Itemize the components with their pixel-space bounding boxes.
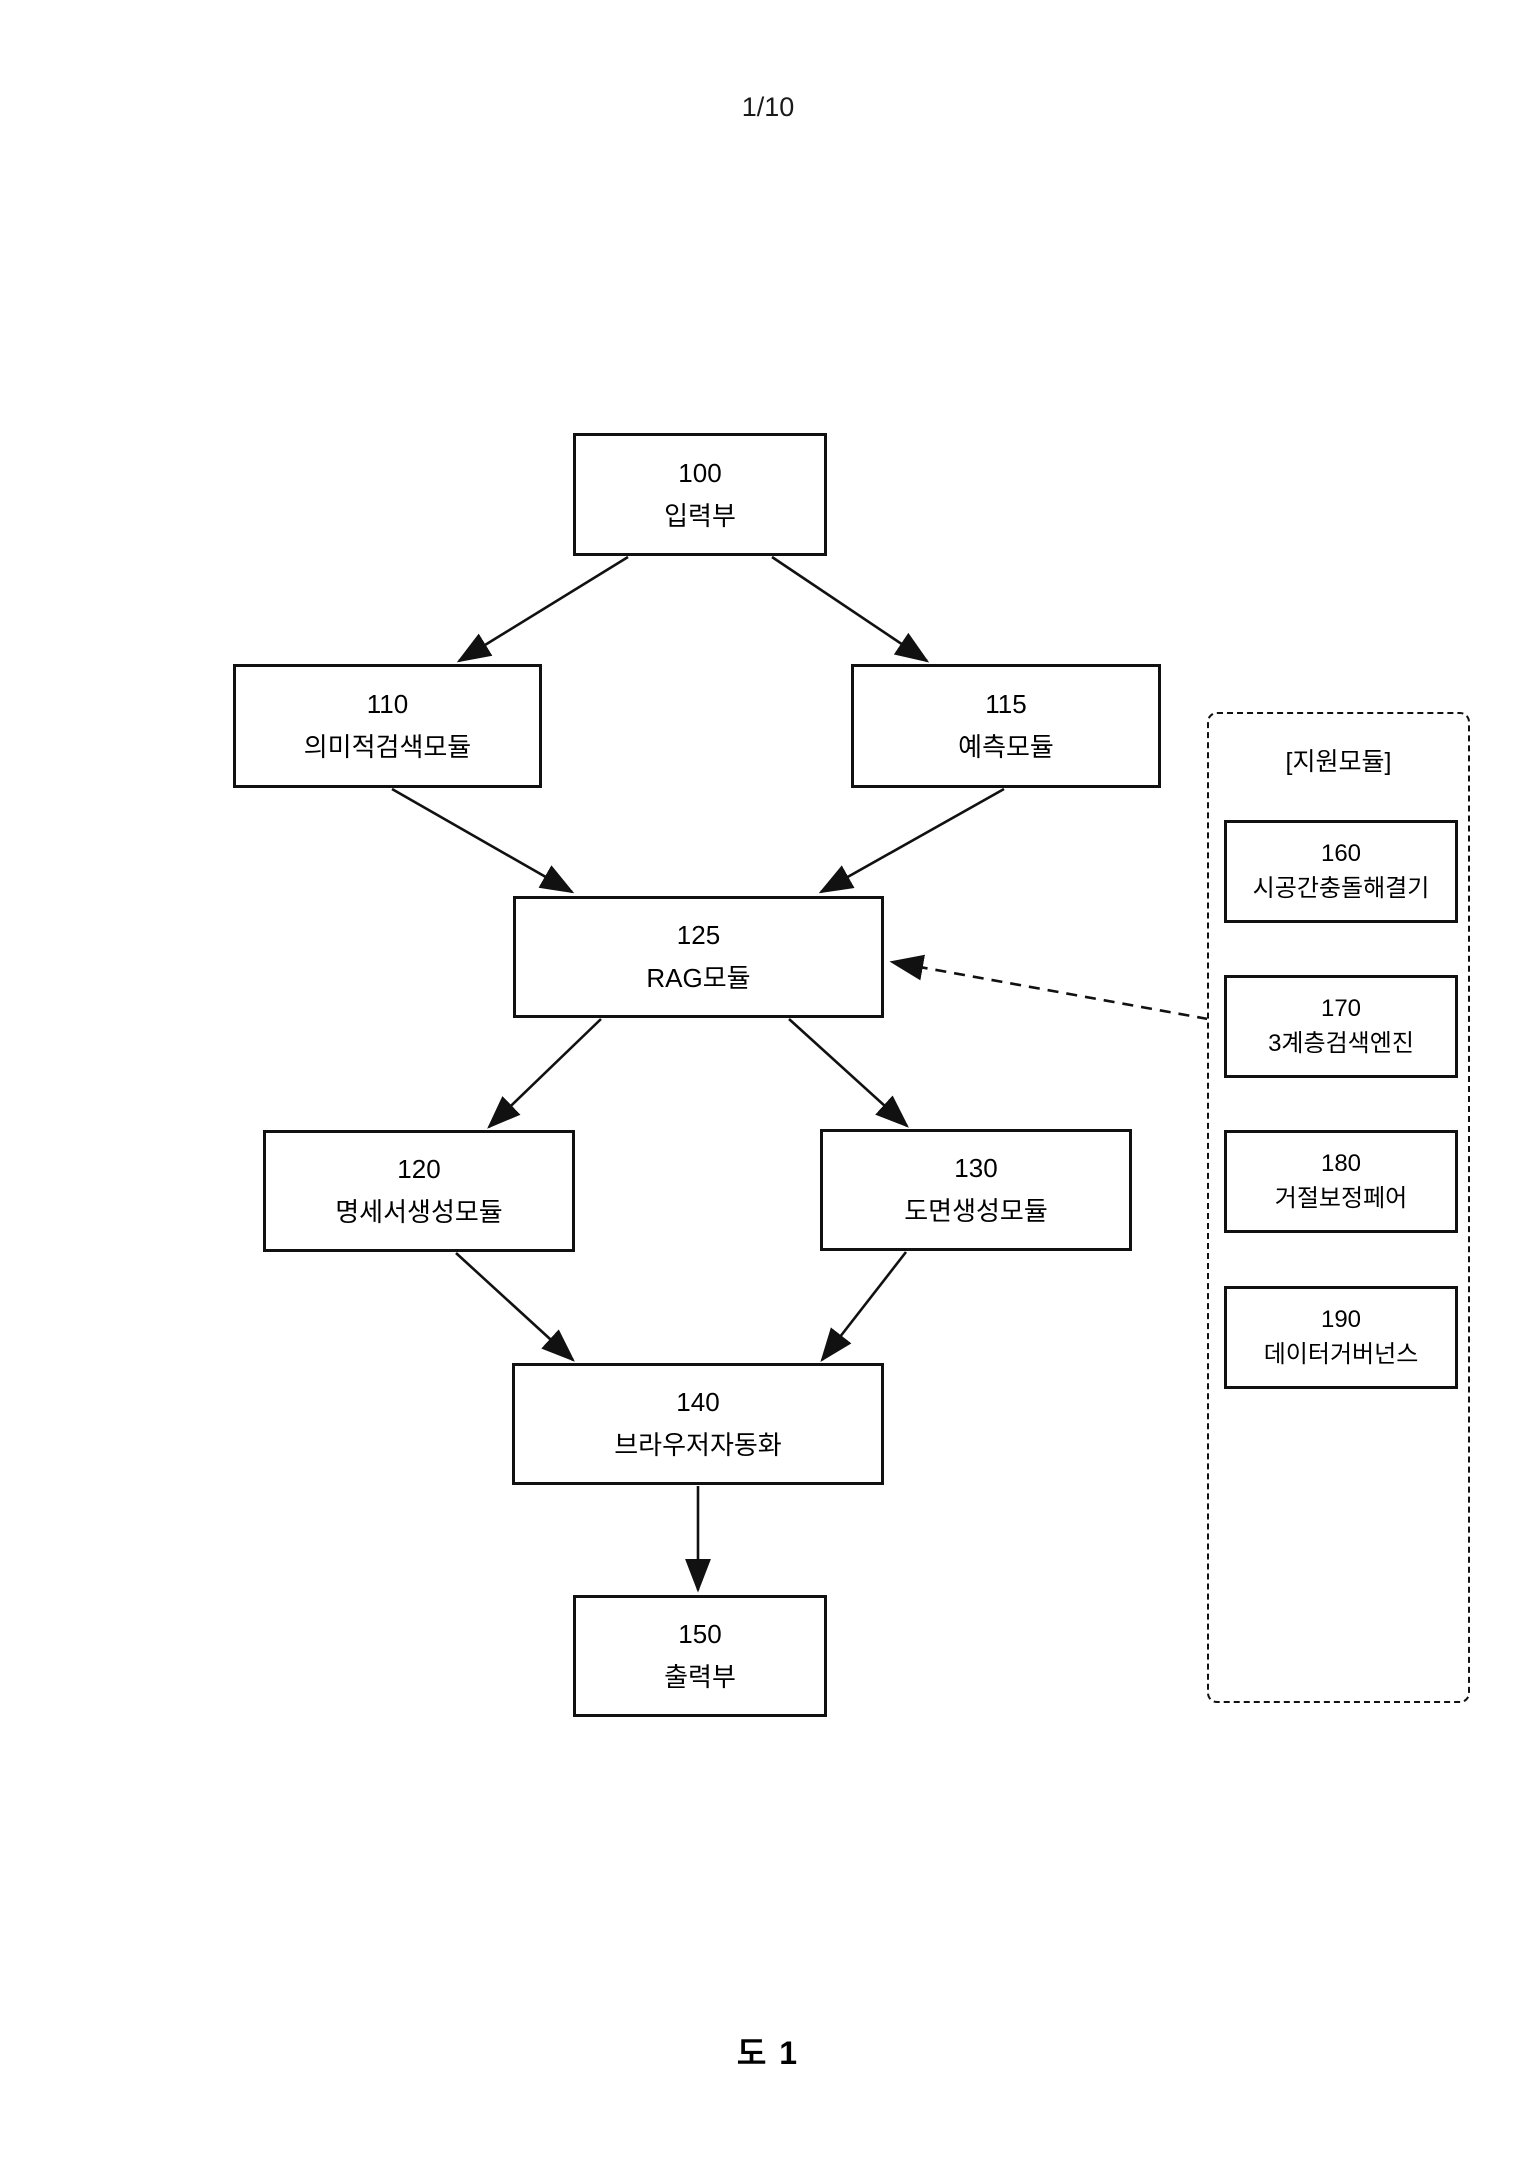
page-number: 1/10 — [741, 92, 795, 122]
arrow-125-to-120 — [487, 1018, 602, 1129]
node-number: 190 — [1320, 1305, 1362, 1333]
arrow-125-to-130 — [788, 1018, 909, 1128]
node-140-browser-automation: 140 브라우저자동화 — [512, 1363, 884, 1485]
node-125-rag-module: 125 RAG모듈 — [513, 896, 884, 1018]
node-number: 170 — [1320, 994, 1362, 1022]
node-label: 의미적검색모듈 — [303, 732, 472, 762]
node-label: 브라우저자동화 — [614, 1430, 782, 1460]
node-120-specification-generation-module: 120 명세서생성모듈 — [263, 1130, 575, 1252]
node-number: 140 — [676, 1387, 720, 1418]
node-number: 180 — [1320, 1149, 1362, 1177]
node-label: RAG모듈 — [646, 963, 751, 993]
node-number: 100 — [678, 457, 722, 488]
node-number: 160 — [1320, 839, 1362, 867]
node-number: 125 — [676, 920, 721, 951]
node-170-three-tier-search-engine: 170 3계층검색엔진 — [1224, 975, 1458, 1078]
figure-caption: 도 1 — [736, 2035, 800, 2071]
support-module-panel: [지원모듈] 160 시공간충돌해결기 170 3계층검색엔진 180 거절보정… — [1207, 712, 1470, 1703]
arrow-130-to-140 — [820, 1251, 908, 1363]
node-label: 데이터거버넌스 — [1263, 1341, 1419, 1368]
node-label: 거절보정페어 — [1274, 1185, 1408, 1212]
node-130-drawing-generation-module: 130 도면생성모듈 — [820, 1129, 1132, 1251]
node-label: 명세서생성모듈 — [335, 1197, 503, 1227]
arrow-110-to-125 — [391, 787, 575, 894]
dashed-arrow-support-panel-to-125 — [889, 954, 1209, 1021]
arrow-100-to-115 — [771, 555, 930, 663]
node-number: 150 — [678, 1619, 722, 1650]
node-180-rejection-amendment-pair: 180 거절보정페어 — [1224, 1130, 1458, 1233]
node-115-prediction-module: 115 예측모듈 — [851, 664, 1161, 788]
node-100-input-unit: 100 입력부 — [573, 433, 827, 556]
node-number: 130 — [954, 1153, 998, 1184]
node-190-data-governance: 190 데이터거버넌스 — [1224, 1286, 1458, 1389]
node-label: 출력부 — [664, 1662, 736, 1692]
node-number: 110 — [366, 689, 409, 720]
node-label: 시공간충돌해결기 — [1252, 875, 1430, 902]
node-number: 120 — [397, 1154, 441, 1185]
node-label: 예측모듈 — [958, 732, 1054, 762]
node-150-output-unit: 150 출력부 — [573, 1595, 827, 1717]
support-panel-title: [지원모듈] — [1285, 748, 1392, 776]
node-label: 입력부 — [664, 500, 736, 531]
node-160-spatiotemporal-conflict-resolver: 160 시공간충돌해결기 — [1224, 820, 1458, 923]
node-label: 3계층검색엔진 — [1268, 1030, 1414, 1057]
node-110-semantic-search-module: 110 의미적검색모듈 — [233, 664, 542, 788]
node-number: 115 — [985, 689, 1027, 720]
arrow-100-to-110 — [456, 555, 629, 663]
node-label: 도면생성모듈 — [904, 1196, 1048, 1226]
arrow-115-to-125 — [818, 787, 1005, 894]
arrow-120-to-140 — [455, 1252, 575, 1362]
